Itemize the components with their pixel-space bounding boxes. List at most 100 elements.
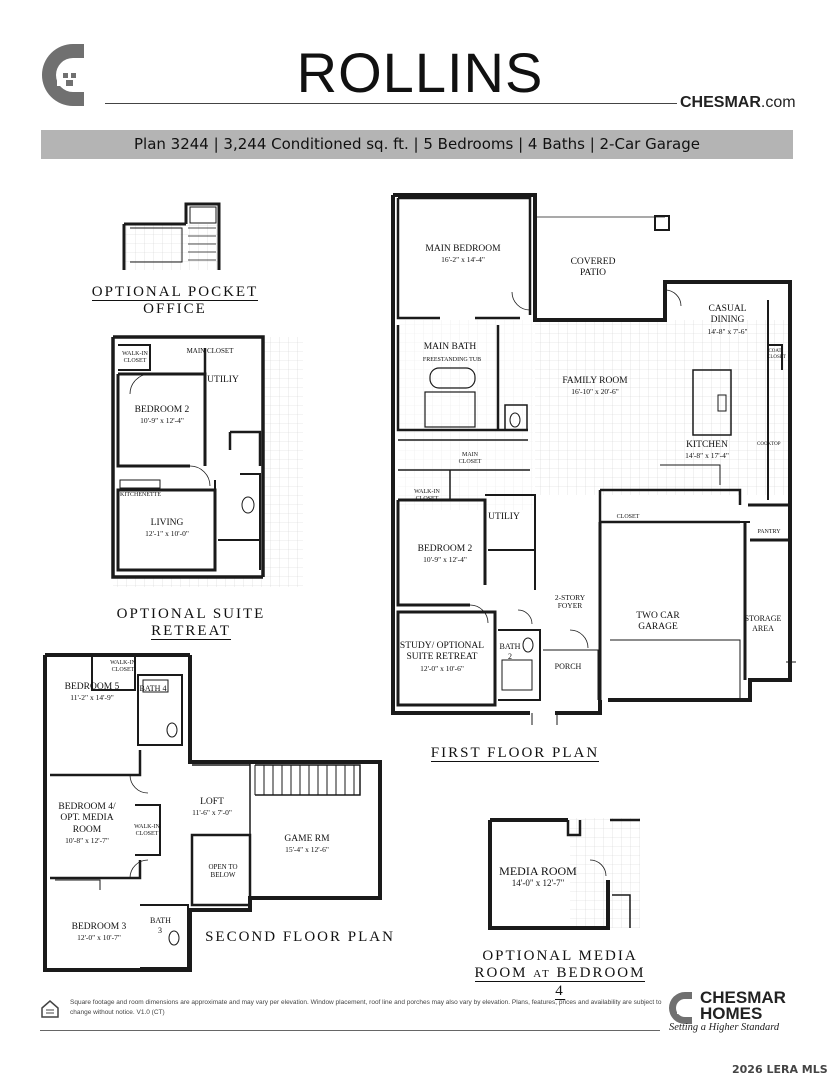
- media-room-caption-bed: BEDROOM 4: [555, 965, 646, 999]
- kitchen-name: KITCHEN: [686, 440, 728, 450]
- family-room-name: FAMILY ROOM: [562, 376, 628, 386]
- second-floor-caption: SECOND FLOOR PLAN: [200, 929, 400, 946]
- second-walk-in-label: WALK-IN CLOSET: [110, 660, 136, 673]
- suite-retreat-caption: OPTIONAL SUITE RETREAT: [100, 606, 282, 641]
- bedroom3-label: BEDROOM 3 12'-0" x 10'-7": [58, 922, 140, 942]
- bedroom4-dim: 10'-8" x 12'-7": [65, 836, 109, 846]
- cooktop-label: COOKTOP: [757, 442, 781, 447]
- second-floor-caption-text: SECOND FLOOR PLAN: [205, 929, 395, 945]
- open-to-below-label: OPEN TO BELOW: [208, 863, 238, 879]
- coat-closet-label: COAT CLOSET: [767, 349, 786, 360]
- bedroom5-label: BEDROOM 5 11'-2" x 14'-9": [52, 682, 132, 702]
- loft-dim: 11'-6" x 7'-0": [192, 808, 232, 818]
- covered-patio-line2: PATIO: [579, 268, 607, 279]
- first-bedroom2-label: BEDROOM 2 10'-9" x 12'-4": [404, 544, 486, 564]
- pocket-office-caption-line2: OFFICE: [143, 301, 207, 318]
- chesmar-logo-icon: [41, 44, 84, 106]
- suite-bedroom2-name: BEDROOM 2: [134, 405, 190, 415]
- media-room-dim: 14'-0" x 12'-7": [511, 878, 565, 889]
- main-bedroom-name: MAIN BEDROOM: [425, 244, 501, 254]
- main-bath-label: MAIN BATH: [423, 342, 477, 352]
- porch-label: PORCH: [554, 662, 582, 671]
- foyer-label: 2-STORY FOYER: [554, 593, 586, 611]
- bath4-label: BATH 4: [139, 684, 167, 693]
- game-room-dim: 15'-4" x 12'-6": [285, 845, 329, 855]
- family-room-label: FAMILY ROOM 16'-10" x 20'-6": [550, 376, 640, 396]
- suite-utility-label: UTILIY: [207, 375, 239, 385]
- pocket-office-caption-line1: OPTIONAL POCKET: [91, 284, 259, 301]
- media-room-plan: [488, 818, 640, 930]
- website-link[interactable]: CHESMAR.com: [680, 94, 796, 112]
- suite-kitchenette-label: KITCHENETTE: [120, 492, 161, 498]
- brand-tagline: Setting a Higher Standard: [669, 1022, 780, 1033]
- media-room-caption-line1: OPTIONAL MEDIA: [482, 948, 638, 964]
- header-rule: [105, 103, 677, 104]
- first-floor-caption: FIRST FLOOR PLAN: [420, 745, 610, 762]
- suite-bedroom2-label: BEDROOM 2 10'-9" x 12'-4": [118, 405, 206, 425]
- media-room-caption-room: ROOM: [474, 965, 528, 982]
- first-main-closet-label: MAIN CLOSET: [458, 452, 482, 465]
- bedroom3-name: BEDROOM 3: [71, 922, 127, 932]
- covered-patio-label: COVERED PATIO: [555, 257, 631, 280]
- disclaimer-text: Square footage and room dimensions are a…: [70, 999, 662, 1016]
- family-room-dim: 16'-10" x 20'-6": [571, 387, 619, 397]
- plan-summary-banner: Plan 3244 | 3,244 Conditioned sq. ft. | …: [41, 130, 793, 159]
- second-floor-plan: [43, 653, 382, 972]
- kitchen-label: KITCHEN 14'-8" x 17'-4": [672, 440, 742, 460]
- pocket-office-plan: [122, 202, 221, 270]
- website-name: CHESMAR: [680, 94, 761, 111]
- closet-label: CLOSET: [616, 514, 640, 520]
- suite-bedroom2-dim: 10'-9" x 12'-4": [140, 416, 184, 426]
- pocket-office-caption: OPTIONAL POCKET OFFICE: [90, 284, 260, 319]
- main-bedroom-dim: 16'-2" x 14'-4": [441, 255, 485, 265]
- mls-watermark: 2026 LERA MLS: [732, 1063, 828, 1076]
- footer-rule: [40, 1030, 660, 1031]
- game-room-name: GAME RM: [284, 834, 330, 844]
- second-walk-in2-label: WALK-IN CLOSET: [134, 824, 160, 837]
- media-room-caption: OPTIONAL MEDIA ROOM AT BEDROOM 4: [470, 948, 650, 1000]
- first-walk-in-label: WALK-IN CLOSET: [414, 489, 440, 502]
- bedroom5-name: BEDROOM 5: [64, 682, 120, 692]
- suite-retreat-plan: [111, 335, 303, 587]
- chesmar-homes-logo-icon: [669, 992, 692, 1024]
- pantry-label: PANTRY: [757, 529, 781, 535]
- plan-title: ROLLINS: [296, 41, 544, 104]
- equal-housing-icon: [41, 1000, 59, 1018]
- two-car-garage-label: TWO CAR GARAGE: [628, 611, 688, 634]
- brand-line2: HOMES: [700, 1004, 763, 1024]
- media-room-name: MEDIA ROOM: [499, 864, 577, 878]
- bath2-label: BATH 2: [499, 642, 521, 661]
- bedroom5-dim: 11'-2" x 14'-9": [70, 693, 114, 703]
- suite-main-closet-label: MAIN CLOSET: [186, 347, 234, 355]
- suite-retreat-caption-line2: RETREAT: [151, 623, 231, 641]
- bedroom3-dim: 12'-0" x 10'-7": [77, 933, 121, 943]
- suite-living-dim: 12'-1" x 10'-0": [145, 529, 189, 539]
- game-room-label: GAME RM 15'-4" x 12'-6": [262, 834, 352, 854]
- bath3-label: BATH 3: [150, 916, 171, 935]
- suite-living-label: LIVING 12'-1" x 10'-0": [120, 518, 214, 538]
- first-floor-plan: [391, 193, 796, 725]
- two-car-garage-name: TWO CAR GARAGE: [636, 611, 680, 633]
- suite-living-name: LIVING: [150, 518, 184, 528]
- study-name: STUDY/ OPTIONAL SUITE RETREAT: [399, 641, 485, 663]
- website-suffix: .com: [760, 94, 796, 111]
- study-label: STUDY/ OPTIONAL SUITE RETREAT 12'-0" x 1…: [398, 641, 486, 673]
- study-dim: 12'-0" x 10'-6": [420, 663, 464, 673]
- media-room-label: MEDIA ROOM 14'-0" x 12'-7": [492, 864, 584, 889]
- suite-retreat-caption-line1: OPTIONAL SUITE: [116, 606, 266, 622]
- storage-area-label: STORAGE AREA: [744, 614, 782, 633]
- casual-dining-name: CASUAL DINING: [708, 304, 747, 326]
- brand-line1: CHESMAR: [700, 988, 786, 1007]
- casual-dining-label: CASUAL DINING 14'-8" x 7'-6": [695, 304, 760, 336]
- first-bedroom2-dim: 10'-9" x 12'-4": [423, 555, 467, 565]
- suite-walk-in-label: WALK-IN CLOSET: [122, 351, 148, 364]
- first-bedroom2-name: BEDROOM 2: [417, 544, 473, 554]
- bedroom4-name: BEDROOM 4/ OPT. MEDIA ROOM: [58, 802, 116, 835]
- covered-patio-line1: COVERED: [570, 257, 616, 267]
- media-room-caption-at: AT: [533, 968, 551, 981]
- loft-label: LOFT 11'-6" x 7'-0": [172, 797, 252, 817]
- casual-dining-dim: 14'-8" x 7'-6": [707, 326, 748, 336]
- brand-wordmark: CHESMAR HOMES: [700, 988, 786, 1024]
- first-floor-caption-text: FIRST FLOOR PLAN: [430, 745, 600, 762]
